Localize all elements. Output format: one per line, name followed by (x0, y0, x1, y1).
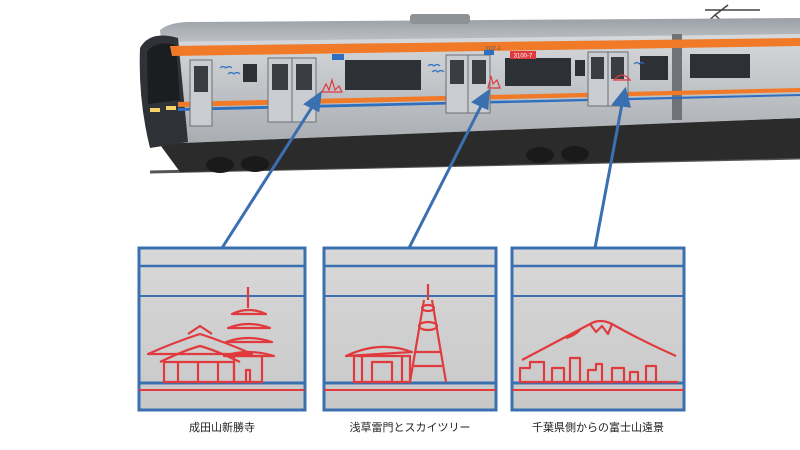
panel-asakusa-skytree (322, 246, 498, 412)
panel-narita-temple (137, 246, 307, 412)
arrow-2 (407, 103, 484, 249)
mount-fuji-motif (518, 319, 678, 384)
car-gap (672, 34, 682, 120)
pointer-arrows (220, 86, 631, 249)
panel-mount-fuji (510, 246, 686, 412)
side-windows (345, 54, 750, 90)
arrow-3 (593, 103, 624, 249)
small-windows (243, 60, 585, 82)
headlight-right (166, 106, 176, 110)
car-number-text: 3107-1 (485, 46, 501, 52)
company-logo (332, 54, 344, 60)
company-logo-2 (484, 50, 494, 55)
headlight-left (150, 108, 160, 112)
undercarriage (158, 118, 800, 172)
kaminarimon-skytree-motif (344, 284, 448, 384)
number-plate (510, 51, 536, 59)
caption-panel-1: 成田山新勝寺 (189, 421, 255, 434)
wheels (206, 146, 589, 173)
roof-ac-unit (410, 14, 470, 24)
temple-pagoda-motif (146, 287, 276, 384)
number-plate-text: 3100-7 (514, 54, 533, 60)
orange-stripe (170, 38, 800, 56)
front-window (147, 43, 180, 104)
arrow-1 (220, 103, 316, 249)
train-motif-stickers (321, 74, 632, 93)
caption-panel-3: 千葉県側からの富士山遠景 (532, 421, 664, 434)
door-windows (194, 57, 624, 92)
bird-decorations (219, 61, 645, 75)
caption-panel-2: 浅草雷門とスカイツリー (349, 421, 471, 434)
train: 3100-7 3107-1 (139, 4, 800, 174)
